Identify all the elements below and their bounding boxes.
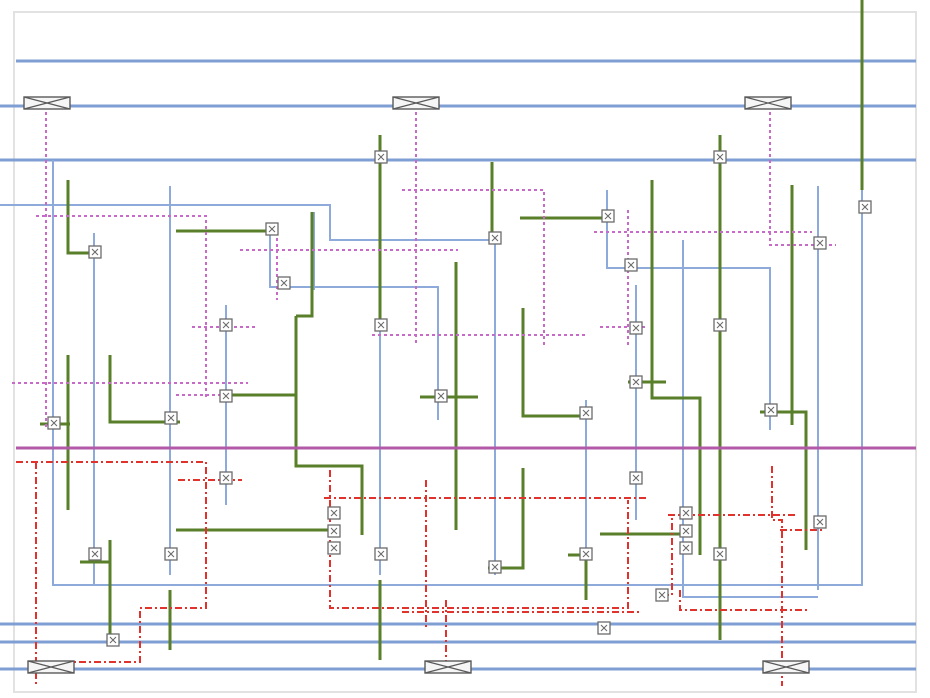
- red-dashdot-line: [679, 590, 810, 611]
- switch-symbol: [106, 633, 120, 647]
- switch-symbol: [579, 547, 593, 561]
- dashdot-red-feeders: [16, 461, 822, 686]
- switch-symbol: [488, 231, 502, 245]
- switch-symbol: [679, 524, 693, 538]
- blue-feeder-line: [606, 190, 771, 430]
- switch-symbol: [164, 411, 178, 425]
- switch-symbol: [219, 318, 233, 332]
- switch-symbol: [764, 403, 778, 417]
- green-feeder-line: [488, 468, 525, 570]
- switch-symbol: [655, 588, 669, 602]
- switch-symbol: [219, 471, 233, 485]
- breaker-symbol: [424, 660, 472, 674]
- switch-symbol: [624, 258, 638, 272]
- switch-symbol: [679, 506, 693, 520]
- switch-symbol: [374, 318, 388, 332]
- blue-feeder-line: [52, 0, 863, 586]
- green-feeder-line: [650, 180, 702, 555]
- switch-symbol: [219, 389, 233, 403]
- diagram-frame: [13, 11, 917, 693]
- breaker-symbol: [27, 660, 75, 674]
- switch-symbol: [813, 236, 827, 250]
- green-feeder-line: [108, 355, 180, 424]
- green-feeder-line: [296, 212, 314, 318]
- switch-symbol: [47, 416, 61, 430]
- switches: [47, 150, 872, 647]
- blue-feeder-line: [269, 226, 439, 420]
- breaker-symbol: [744, 96, 792, 110]
- switch-symbol: [277, 276, 291, 290]
- switch-symbol: [88, 245, 102, 259]
- green-feeder-line: [66, 180, 94, 255]
- switch-symbol: [327, 524, 341, 538]
- red-dashdot-line: [329, 470, 629, 609]
- switch-symbol: [713, 318, 727, 332]
- switch-symbol: [488, 560, 502, 574]
- switch-symbol: [679, 541, 693, 555]
- switch-symbol: [813, 515, 827, 529]
- breaker-symbol: [392, 96, 440, 110]
- blue-feeder-line: [0, 204, 495, 241]
- red-dashdot-line: [771, 466, 783, 686]
- switch-symbol: [858, 200, 872, 214]
- switch-symbol: [164, 547, 178, 561]
- red-dashdot-line: [662, 515, 673, 596]
- switch-symbol: [629, 321, 643, 335]
- magenta-dotted-line: [769, 106, 836, 246]
- switch-symbol: [629, 375, 643, 389]
- green-feeder-line: [294, 316, 364, 535]
- switch-symbol: [713, 547, 727, 561]
- green-feeders: [40, 0, 864, 660]
- switch-symbol: [629, 471, 643, 485]
- switch-symbol: [713, 150, 727, 164]
- bus-breakers: [23, 96, 810, 674]
- switch-symbol: [601, 209, 615, 223]
- switch-symbol: [374, 150, 388, 164]
- switch-symbol: [327, 541, 341, 555]
- switch-symbol: [88, 547, 102, 561]
- switch-symbol: [265, 222, 279, 236]
- green-feeder-line: [521, 308, 586, 418]
- switch-symbol: [579, 406, 593, 420]
- breaker-symbol: [762, 660, 810, 674]
- switch-symbol: [434, 389, 448, 403]
- breaker-symbol: [23, 96, 71, 110]
- green-feeder-line: [568, 553, 588, 600]
- magenta-dotted-line: [36, 215, 207, 400]
- blue-feeder-line: [682, 240, 818, 598]
- switch-symbol: [374, 547, 388, 561]
- switch-symbol: [327, 506, 341, 520]
- switch-symbol: [597, 621, 611, 635]
